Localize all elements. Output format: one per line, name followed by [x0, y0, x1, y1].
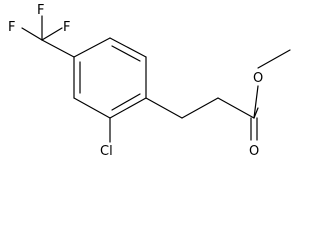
structure-canvas: F F F Cl O O — [8, 3, 291, 159]
atom-cl: Cl — [100, 144, 113, 159]
structure-diagram: F F F Cl O O — [8, 3, 291, 159]
ring-bond-4 — [109, 97, 147, 119]
ring-bond-5 — [73, 97, 111, 119]
bond-o-methyl — [257, 49, 291, 69]
atom-f-left: F — [8, 20, 15, 35]
atom-f-top: F — [37, 3, 44, 18]
bond-c-f-left — [21, 27, 43, 41]
bond-ch2-carbonyl — [217, 97, 255, 119]
bond-ch2-ch2 — [181, 97, 219, 119]
bond-c-f-right — [41, 27, 63, 41]
bond-cf3-ring — [41, 39, 75, 58]
ring-bond-1 — [73, 37, 111, 58]
atom-o-carbonyl: O — [249, 144, 259, 159]
bond-ring-ch2 — [145, 97, 183, 119]
ring-inner-bond-1 — [111, 45, 141, 62]
ring-bond-2 — [109, 37, 147, 58]
atom-f-right: F — [63, 20, 70, 35]
ring-inner-bond-2 — [111, 93, 141, 111]
atom-o-ester: O — [253, 71, 263, 86]
bond-carbonyl-o-ester — [253, 85, 259, 119]
